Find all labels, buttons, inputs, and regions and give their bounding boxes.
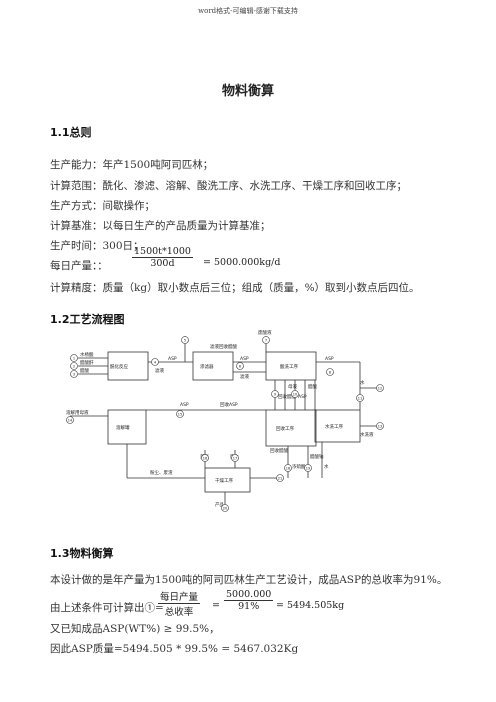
diagram-flow-label: ASP [240, 356, 249, 362]
days-line: 生产时间：300日； [50, 240, 144, 252]
purity-line: 又已知成品ASP(WT%) ≥ 99.5%， [50, 623, 220, 635]
box-percolator [192, 351, 234, 381]
diagram-marker: 8 [329, 370, 331, 374]
diagram-marker: 14 [68, 418, 73, 422]
diagram-flow-label: 醋酸酐 [80, 359, 94, 366]
diagram-marker: 2 [73, 364, 75, 368]
process-flow-diagram: 酰化反应 渗滤器 酸洗工序 回收工序 水洗工序 溶解罐 干燥工序 水杨酸 醋酸酐… [66, 329, 384, 512]
diagram-marker: 20 [223, 506, 227, 510]
diagram-flow-label: ASP [180, 402, 189, 408]
diagram-flow-label: 滤液回收醋酸 [210, 343, 237, 350]
diagram-marker: 10 [293, 392, 297, 396]
diagram-flow-label: 醋酸钠 [310, 453, 324, 460]
calc-fraction-words: 每日产量 总收率 [158, 589, 201, 618]
diagram-flow-label: ASP [325, 356, 334, 362]
page-header: word格式-可编辑-感谢下载支持 [198, 7, 298, 15]
daily-output-label: 每日产量：： [50, 260, 108, 272]
diagram-marker: 17 [233, 456, 237, 460]
diagram-flow-label: 醋酸 [308, 383, 317, 390]
diagram-box-label: 酰化反应 [110, 363, 128, 370]
diagram-box-label: 回收工序 [276, 425, 294, 432]
diagram-marker: 15 [178, 412, 182, 416]
diagram-marker: 1 [73, 356, 75, 360]
calc-denominator-words: 总收率 [164, 607, 194, 618]
basis-line: 计算基准：以每日生产的产品质量为计算基准； [50, 220, 271, 232]
diagram-flow-label: 浓硫酸 [292, 463, 306, 470]
diagram-marker: 11 [358, 396, 362, 400]
diagram-flow-label: 水杨酸 [80, 351, 94, 358]
calc-numerator-words: 每日产量 [158, 589, 201, 604]
diagram-box-label: 溶解罐 [116, 424, 130, 431]
diagram-marker: 4 [154, 360, 157, 364]
diagram-marker: 7 [265, 338, 267, 342]
summary-paragraph: 本设计做的是年产量为1500吨的阿司匹林生产工艺设计，成品ASP的总收率为91%… [50, 574, 448, 586]
calc-denominator-value: 91% [238, 601, 260, 612]
daily-output-result: = 5000.000kg/d [203, 257, 281, 268]
diagram-marker: 18 [286, 466, 290, 470]
diagram-marker: 6 [239, 364, 241, 368]
diagram-flow-label: ASP [298, 394, 307, 400]
asp-mass-line: 因此ASP质量=5494.505 * 99.5% = 5467.032Kg [50, 643, 299, 655]
precision-line: 计算精度：质量（kg）取小数点后三位；组成（质量，%）取到小数点后四位。 [50, 282, 420, 294]
diagram-flow-label: 滤液 [155, 367, 164, 374]
diagram-flow-label: 粉尘、废渣 [150, 469, 173, 476]
section-2-heading: 1.2工艺流程图 [50, 313, 125, 326]
diagram-flow-label: 溶解用母液 [66, 409, 89, 416]
diagram-flow-label: 产品 [215, 501, 224, 508]
calc-numerator-value: 5000.000 [224, 589, 274, 601]
diagram-flow-label: 回收醋酸 [278, 393, 296, 400]
capacity-line: 生产能力：年产1500吨阿司匹林； [50, 159, 214, 171]
diagram-flow-label: ASP [168, 356, 177, 362]
diagram-box-label: 渗滤器 [200, 363, 214, 370]
diagram-marker: 21 [278, 476, 282, 480]
calc-fraction-numbers: 5000.000 91% [224, 589, 274, 612]
diagram-flow-label: 醋酸 [80, 367, 89, 374]
diagram-box-label: 水洗工序 [325, 423, 343, 430]
diagram-box-label: 酸洗工序 [280, 363, 298, 370]
box-acid-wash [265, 351, 317, 381]
diagram-marker: 3 [73, 372, 75, 376]
diagram-flow-label: 回收醋酸 [270, 447, 288, 454]
diagram-flow-label: 水 [360, 379, 365, 386]
calc-result: = 5494.505kg [276, 600, 345, 611]
diagram-flow-label: 水 [324, 463, 329, 470]
calc-label: 由上述条件可计算出①= [50, 602, 164, 614]
equals-sign: = [212, 600, 220, 611]
diagram-marker: 19 [306, 466, 310, 470]
page-title: 物料衡算 [221, 84, 274, 99]
diagram-flow-label: 滤液 [240, 373, 249, 380]
diagram-flow-label: 回收ASP [220, 401, 238, 408]
diagram-marker: 5 [184, 338, 186, 342]
scope-line: 计算范围：酰化、渗滤、溶解、酸洗工序、水洗工序、干燥工序和回收工序； [50, 180, 407, 192]
diagram-marker: 13 [378, 424, 382, 428]
diagram-marker: 16 [203, 456, 207, 460]
section-3-heading: 1.3物料衡算 [50, 547, 114, 560]
diagram-box-label: 干燥工序 [215, 477, 233, 484]
diagram-flow-label: 水洗液 [360, 431, 374, 438]
section-1-heading: 1.1总则 [50, 126, 92, 139]
diagram-flow-label: 母液 [288, 383, 297, 390]
daily-output-fraction: 1500t*1000 300d [132, 246, 193, 269]
mode-line: 生产方式：间歇操作； [50, 200, 155, 212]
box-dry [204, 467, 251, 493]
diagram-marker: 9 [274, 392, 276, 396]
diagram-flow-label: 废酸液 [258, 329, 272, 336]
diagram-marker: 12 [378, 386, 382, 390]
box-recovery [265, 409, 317, 447]
daily-output-denominator: 300d [150, 258, 175, 269]
daily-output-numerator: 1500t*1000 [132, 246, 193, 258]
